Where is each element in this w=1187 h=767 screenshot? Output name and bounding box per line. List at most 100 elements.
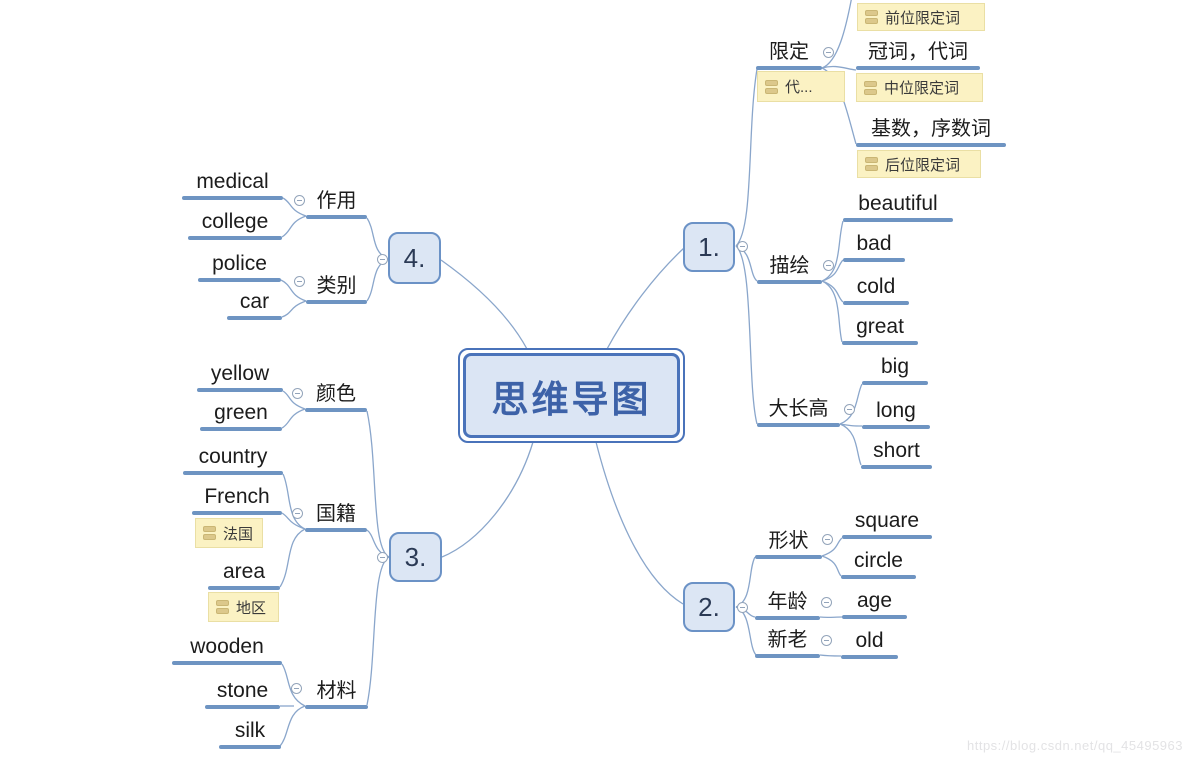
note-qianwei-xiandingci[interactable]: 前位限定词	[857, 3, 985, 31]
note-houwei-xiandingci[interactable]: 后位限定词	[857, 150, 981, 178]
topic-xinlao[interactable]: 新老	[755, 627, 820, 658]
collapse-toggle-leibie[interactable]	[294, 276, 305, 287]
topic-leibie[interactable]: 类别	[306, 273, 367, 304]
collapse-toggle-yanse[interactable]	[292, 388, 303, 399]
topic-great[interactable]: great	[842, 314, 918, 345]
collapse-toggle-branch3[interactable]	[377, 552, 388, 563]
topic-square[interactable]: square	[842, 508, 932, 539]
topic-guoji[interactable]: 国籍	[305, 501, 367, 532]
note-dai[interactable]: 代...	[757, 71, 845, 102]
topic-underline	[306, 300, 367, 304]
connector-b4-zuoyong	[366, 217, 389, 260]
topic-jishu-xushuci[interactable]: 基数，序数词	[856, 116, 1006, 147]
connector-xianding-guanci	[821, 65, 857, 71]
topic-underline	[200, 427, 282, 431]
topic-underline	[757, 423, 840, 427]
topic-big[interactable]: big	[862, 354, 928, 385]
collapse-toggle-nianling[interactable]	[821, 597, 832, 608]
topic-underline	[843, 218, 953, 222]
note-diqu[interactable]: 地区	[208, 592, 279, 622]
topic-college[interactable]: college	[188, 209, 282, 240]
collapse-toggle-xingzhuang[interactable]	[822, 534, 833, 545]
collapse-toggle-branch2[interactable]	[737, 602, 748, 613]
topic-long[interactable]: long	[862, 398, 930, 429]
topic-circle[interactable]: circle	[841, 548, 916, 579]
note-faguo[interactable]: 法国	[195, 518, 263, 548]
connector-yanse-green	[281, 408, 306, 429]
collapse-toggle-guoji[interactable]	[292, 508, 303, 519]
label-tag-icon	[765, 79, 778, 94]
topic-medical[interactable]: medical	[182, 169, 283, 200]
topic-wooden[interactable]: wooden	[172, 634, 282, 665]
collapse-toggle-branch1[interactable]	[737, 241, 748, 252]
topic-underline	[757, 280, 822, 284]
watermark-url: https://blog.csdn.net/qq_45495963	[967, 738, 1183, 753]
branch-node-2[interactable]: 2.	[683, 582, 735, 632]
topic-yanse[interactable]: 颜色	[305, 381, 367, 412]
label-tag-icon	[865, 157, 878, 171]
collapse-toggle-dachanggao[interactable]	[844, 404, 855, 415]
topic-underline	[756, 66, 822, 70]
topic-cailiao[interactable]: 材料	[305, 678, 368, 709]
branch-node-3-label: 3.	[404, 541, 427, 572]
branch-node-1[interactable]: 1.	[683, 222, 735, 272]
topic-xingzhuang[interactable]: 形状	[755, 528, 822, 559]
connector-b4-leibie	[366, 258, 389, 302]
topic-underline	[188, 236, 282, 240]
connector-root-b4	[440, 259, 528, 350]
note-zhongwei-xiandingci[interactable]: 中位限定词	[856, 73, 983, 102]
topic-zuoyong[interactable]: 作用	[306, 188, 367, 219]
connector-miaohui-beautiful	[821, 220, 844, 282]
topic-underline	[197, 388, 283, 392]
connector-b2-xinlao	[735, 606, 757, 656]
collapse-toggle-miaohui[interactable]	[823, 260, 834, 271]
connector-miaohui-great	[821, 280, 843, 343]
topic-police[interactable]: police	[198, 251, 281, 282]
branch-node-3[interactable]: 3.	[389, 532, 442, 582]
topic-cold[interactable]: cold	[843, 274, 909, 305]
topic-green[interactable]: green	[200, 400, 282, 431]
topic-underline	[842, 615, 907, 619]
collapse-toggle-branch4[interactable]	[377, 254, 388, 265]
topic-country[interactable]: country	[183, 444, 283, 475]
topic-nianling[interactable]: 年龄	[755, 589, 820, 620]
topic-underline	[843, 301, 909, 305]
collapse-toggle-xianding[interactable]	[823, 47, 834, 58]
topic-age[interactable]: age	[842, 588, 907, 619]
connector-cailiao-silk	[279, 705, 306, 747]
root-topic-label: 思维导图	[463, 353, 680, 438]
topic-short[interactable]: short	[861, 438, 932, 469]
connector-xinlao-old	[819, 654, 842, 657]
connector-b2-xingzhuang	[735, 556, 756, 608]
branch-node-1-label: 1.	[698, 231, 720, 262]
collapse-toggle-xinlao[interactable]	[821, 635, 832, 646]
topic-guanci-daici[interactable]: 冠词，代词	[856, 39, 980, 70]
topic-stone[interactable]: stone	[205, 678, 280, 709]
label-tag-icon	[864, 80, 877, 95]
collapse-toggle-cailiao[interactable]	[291, 683, 302, 694]
topic-underline	[856, 143, 1006, 147]
topic-underline	[198, 278, 281, 282]
topic-underline	[306, 215, 367, 219]
connector-dachanggao-long	[839, 423, 863, 427]
topic-dachanggao[interactable]: 大长高	[757, 396, 840, 427]
collapse-toggle-zuoyong[interactable]	[294, 195, 305, 206]
topic-underline	[755, 654, 820, 658]
topic-bad[interactable]: bad	[843, 231, 905, 262]
topic-french[interactable]: French	[192, 484, 282, 515]
topic-car[interactable]: car	[227, 289, 282, 320]
topic-yellow[interactable]: yellow	[197, 361, 283, 392]
topic-xianding[interactable]: 限定	[756, 39, 822, 70]
root-topic[interactable]: 思维导图	[458, 348, 685, 443]
topic-beautiful[interactable]: beautiful	[843, 191, 953, 222]
connector-miaohui-cold	[821, 280, 844, 303]
branch-node-4[interactable]: 4.	[388, 232, 441, 284]
topic-underline	[305, 408, 367, 412]
topic-underline	[205, 705, 280, 709]
connector-root-b3	[441, 441, 534, 558]
topic-miaohui[interactable]: 描绘	[757, 253, 822, 284]
topic-silk[interactable]: silk	[219, 718, 281, 749]
topic-area[interactable]: area	[208, 559, 280, 590]
topic-old[interactable]: old	[841, 628, 898, 659]
